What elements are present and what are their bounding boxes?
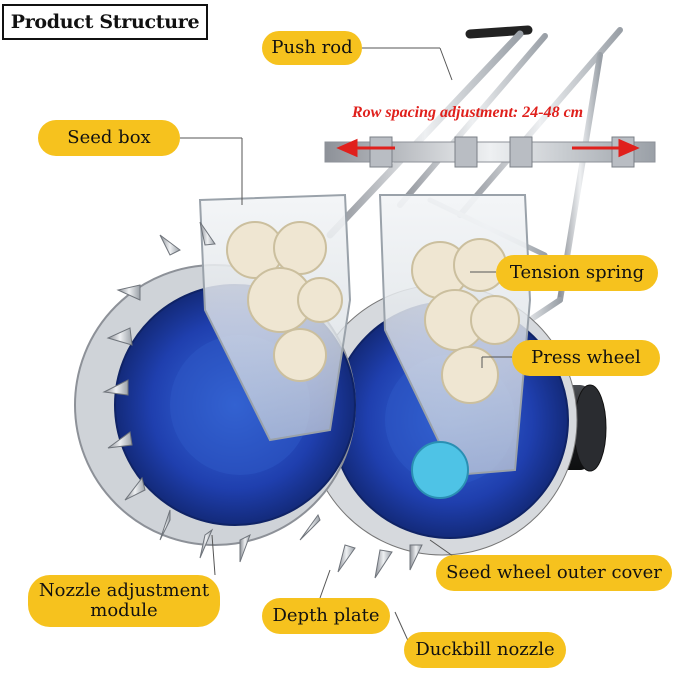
label-press-wheel: Press wheel — [512, 340, 660, 376]
label-nozzle-adjustment-module: Nozzle adjustment module — [28, 575, 220, 627]
row-spacing-bar — [324, 136, 656, 168]
front-seeder-unit — [74, 193, 356, 546]
rear-seed-wheels — [411, 238, 520, 404]
rear-seed-hub — [411, 441, 469, 499]
label-seed-box: Seed box — [38, 120, 180, 156]
front-seed-wheels — [226, 221, 343, 382]
row-spacing-label: Row spacing adjustment: 24-48 cm — [352, 104, 584, 121]
rear-seeder-unit — [306, 194, 578, 556]
label-duckbill-nozzle: Duckbill nozzle — [404, 632, 566, 668]
page-title: Product Structure — [2, 4, 208, 40]
label-seed-wheel-outer-cover: Seed wheel outer cover — [436, 555, 672, 591]
label-depth-plate: Depth plate — [262, 598, 390, 634]
label-push-rod: Push rod — [262, 31, 362, 65]
row-spacing-arrows — [336, 138, 640, 158]
duckbill-spikes — [102, 221, 423, 579]
label-tension-spring: Tension spring — [496, 255, 658, 291]
